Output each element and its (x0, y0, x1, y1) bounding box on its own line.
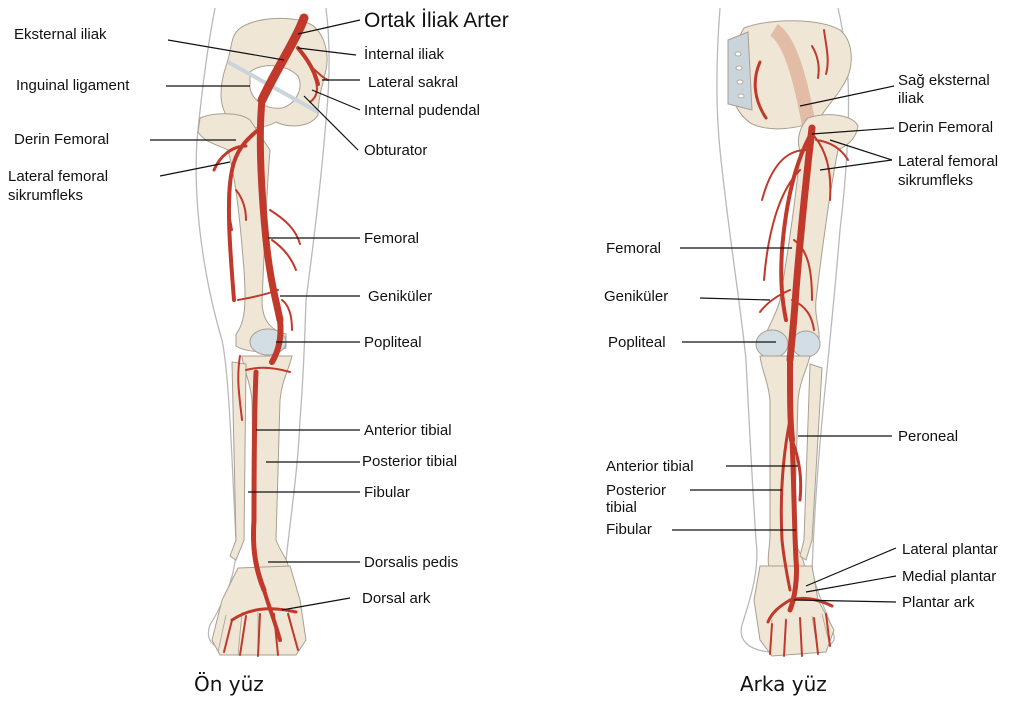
label-genicular-anterior: Geniküler (368, 288, 432, 305)
label-popliteal-posterior: Popliteal (608, 334, 666, 351)
label-dorsal-arch: Dorsal ark (362, 590, 430, 607)
label-right-external-iliac-2: iliak (898, 90, 924, 107)
label-lateral-femoral-circumflex-posterior-1: Lateral femoral (898, 153, 998, 170)
label-posterior-tibial-posterior-1: Posterior (606, 482, 666, 499)
label-external-iliac: Eksternal iliak (14, 26, 107, 43)
label-anterior-tibial-anterior: Anterior tibial (364, 422, 452, 439)
label-lateral-plantar: Lateral plantar (902, 541, 998, 558)
posterior-leg (717, 8, 858, 656)
posterior-lateral-condyle (792, 331, 820, 357)
label-femoral-posterior: Femoral (606, 240, 661, 257)
posterior-medial-condyle (756, 330, 788, 358)
anterior-tibia (242, 356, 292, 572)
anterior-view-caption: Ön yüz (194, 672, 264, 696)
label-dorsalis-pedis: Dorsalis pedis (364, 554, 458, 571)
label-lateral-femoral-circumflex-anterior-2: sikrumfleks (8, 187, 83, 204)
label-genicular-posterior: Geniküler (604, 288, 668, 305)
label-medial-plantar: Medial plantar (902, 568, 996, 585)
posterior-popliteal-artery (790, 360, 792, 440)
label-lateral-femoral-circumflex-anterior-1: Lateral femoral (8, 168, 108, 185)
label-obturator: Obturator (364, 142, 427, 159)
label-lateral-sacral: Lateral sakral (368, 74, 458, 91)
label-deep-femoral-posterior: Derin Femoral (898, 119, 993, 136)
label-anterior-tibial-posterior: Anterior tibial (606, 458, 694, 475)
label-common-iliac: Ortak İliak Arter (364, 9, 509, 33)
label-posterior-tibial-posterior-2: tibial (606, 499, 637, 516)
label-right-external-iliac-1: Sağ eksternal (898, 72, 990, 89)
label-plantar-arch: Plantar ark (902, 594, 975, 611)
label-internal-pudendal: Internal pudendal (364, 102, 480, 119)
label-lateral-femoral-circumflex-posterior-2: sikrumfleks (898, 172, 973, 189)
label-popliteal-anterior: Popliteal (364, 334, 422, 351)
label-femoral-anterior: Femoral (364, 230, 419, 247)
label-posterior-tibial-anterior: Posterior tibial (362, 453, 457, 470)
posterior-view-caption: Arka yüz (740, 672, 827, 696)
label-fibular-posterior: Fibular (606, 521, 652, 538)
label-fibular-anterior: Fibular (364, 484, 410, 501)
label-inguinal-ligament: Inguinal ligament (16, 77, 129, 94)
label-peroneal: Peroneal (898, 428, 958, 445)
label-deep-femoral-anterior: Derin Femoral (14, 131, 109, 148)
anterior-leg (196, 8, 329, 656)
label-internal-iliac: İnternal iliak (364, 46, 444, 63)
